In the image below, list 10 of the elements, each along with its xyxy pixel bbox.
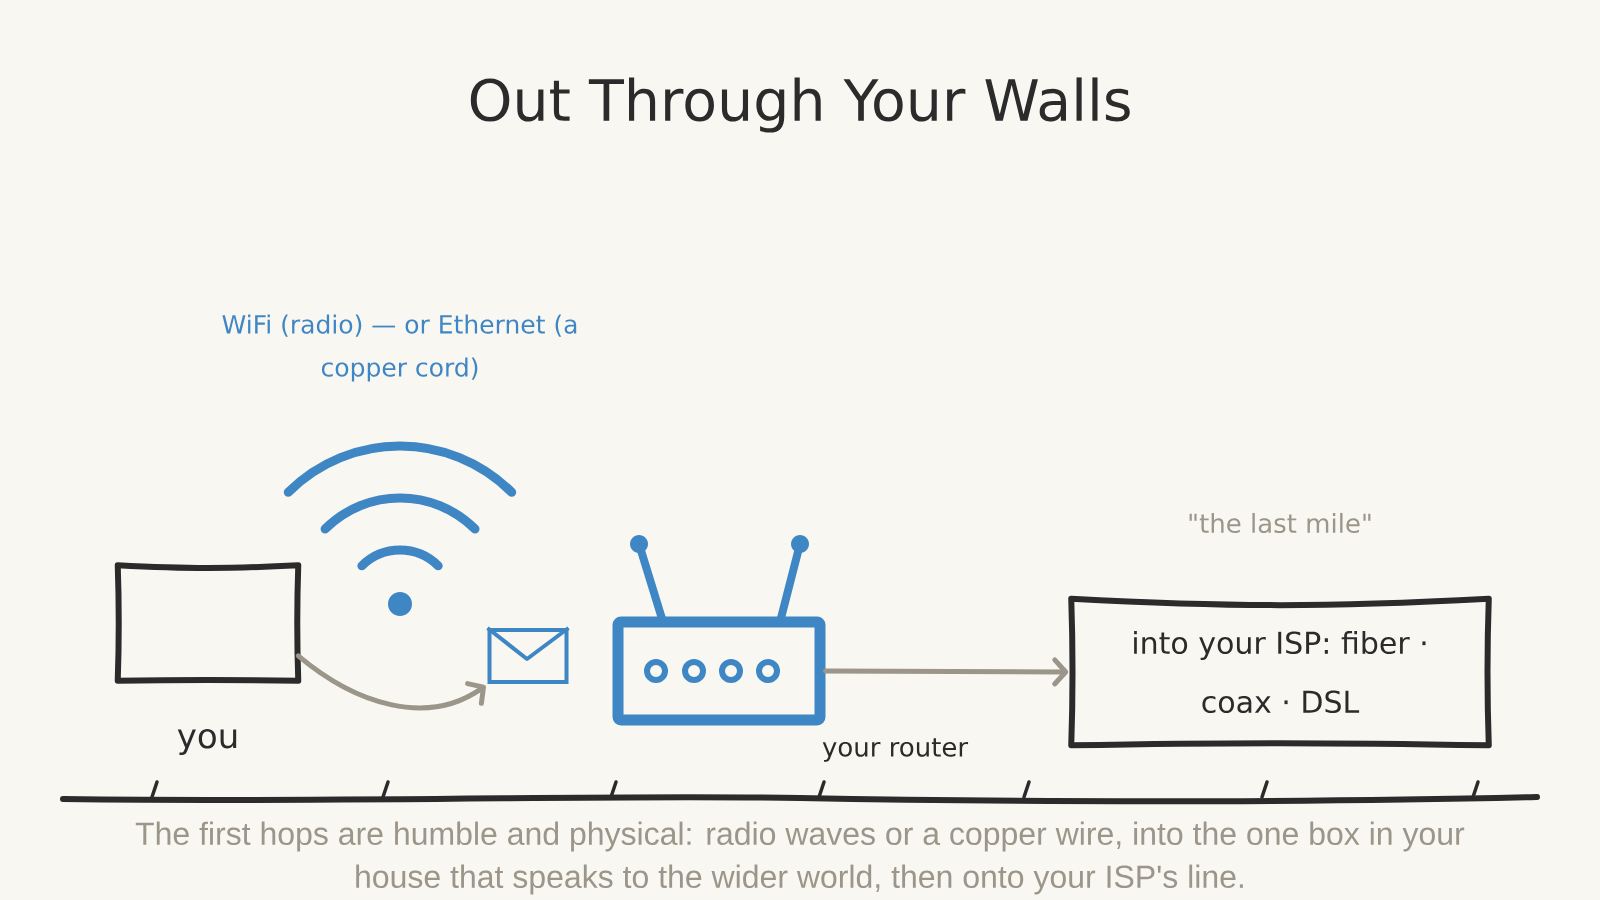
node-caption: you [177,728,237,756]
node-caption: your router [822,738,969,762]
title: Out Through Your Walls [470,77,1130,133]
arrow [295,653,486,711]
annotation: WiFi (radio) — or Ethernet (a copper cord) [222,314,577,382]
arrow [823,657,1069,687]
caption: The first hops are humble and physical: radio waves or a copper wire, into the one box in your house that speaks to the wider world, then onto your ISP's line. [135,821,1465,895]
envelope-icon [486,626,570,684]
text-box: into your ISP: fiber · coax · DSL [1068,595,1492,749]
node-caption: "the last mile" [1189,512,1371,534]
